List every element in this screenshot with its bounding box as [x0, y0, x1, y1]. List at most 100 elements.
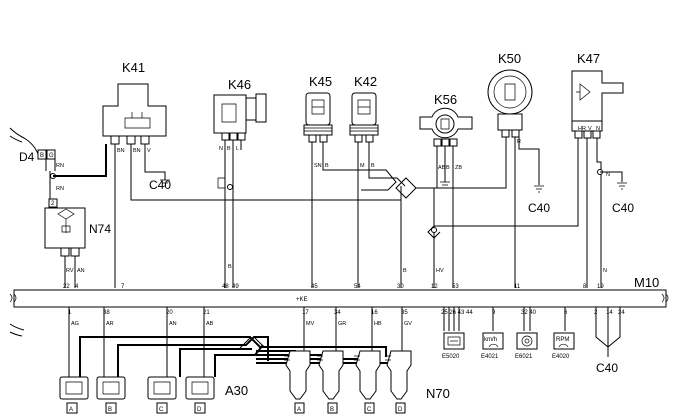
k46-component: K46 [213, 77, 267, 189]
pin-7: 7 [121, 284, 125, 290]
n74-component: 2 N74 [44, 198, 111, 257]
pin-14: 14 [606, 310, 613, 316]
svg-text:AR: AR [106, 321, 114, 327]
n70-label: N70 [426, 386, 450, 401]
pin-9: 9 [492, 310, 496, 316]
m10-label: M10 [634, 275, 659, 290]
svg-text:R: R [517, 139, 521, 145]
svg-text:E4021: E4021 [481, 354, 499, 360]
svg-text:AN: AN [77, 268, 85, 274]
plus-ke-label: +KE [296, 297, 308, 303]
svg-text:B: B [403, 268, 407, 274]
svg-text:RN: RN [56, 186, 64, 192]
n70-injector-d: D [385, 350, 412, 414]
svg-text:RN: RN [56, 163, 64, 169]
bottom-wiring: C40 [9, 307, 621, 377]
svg-text:V: V [147, 148, 151, 154]
instrument-gauges: E5020 km/h E4021 E6021 RPM E4020 [442, 332, 575, 360]
svg-text:M: M [360, 163, 365, 169]
svg-text:A: A [297, 407, 301, 413]
a30-coil-a: A [59, 376, 89, 414]
a30-coils: A B C D A30 [59, 376, 248, 414]
d4-label: D4 [19, 150, 35, 164]
k45-label: K45 [309, 74, 332, 89]
svg-text:B: B [446, 165, 450, 171]
k56-label: K56 [434, 92, 457, 107]
gauge-e5020: E5020 [442, 332, 465, 360]
c40-label-c: C40 [612, 201, 634, 215]
svg-text:2: 2 [51, 201, 55, 207]
pin-22: 22 [63, 284, 70, 290]
svg-text:E4020: E4020 [552, 354, 570, 360]
k45-component: K45 [303, 74, 333, 143]
k46-label: K46 [228, 77, 251, 92]
d4-connector: D4 B G [19, 149, 56, 164]
gauge-e4021: km/h E4021 [481, 332, 504, 360]
svg-text:B: B [228, 264, 232, 270]
k42-label: K42 [354, 74, 377, 89]
svg-text:N: N [219, 146, 223, 152]
c40-label-a: C40 [149, 178, 171, 192]
svg-text:GR: GR [338, 321, 346, 327]
svg-text:C: C [159, 407, 164, 413]
k56-component: K56 [419, 92, 473, 147]
svg-text:HB: HB [374, 321, 382, 327]
n70-injector-b: B [317, 350, 344, 414]
svg-text:D: D [197, 407, 202, 413]
pin-12: 12 [431, 284, 438, 290]
top-wiring [9, 127, 627, 288]
m10-bottom-pins: 1 38 20 21 17 34 16 35 25 26 43 44 9 32 … [68, 310, 625, 316]
gauge-e4020: RPM E4020 [552, 332, 575, 360]
n70-injector-c: C [354, 350, 381, 414]
svg-text:AB: AB [438, 165, 446, 171]
svg-text:A: A [69, 407, 73, 413]
k41-label: K41 [122, 60, 145, 75]
svg-text:N: N [596, 126, 600, 132]
svg-text:B: B [371, 163, 375, 169]
svg-text:B: B [325, 163, 329, 169]
svg-text:AN: AN [169, 321, 177, 327]
svg-text:C: C [367, 407, 372, 413]
pin-49: 49 [232, 284, 239, 290]
svg-text:HR: HR [578, 126, 586, 132]
pin-11: 11 [514, 284, 521, 290]
c40-label-d: C40 [596, 361, 618, 375]
k42-component: K42 [349, 74, 379, 143]
pin-53: 53 [452, 284, 459, 290]
k41-component: K41 C40 [102, 60, 171, 192]
svg-text:N: N [606, 172, 610, 178]
n70-injector-a: A [284, 350, 311, 414]
pin-25-26-43-44: 25 26 43 44 [441, 310, 473, 316]
svg-text:RV: RV [66, 268, 74, 274]
a30-coil-c: C [147, 376, 177, 414]
svg-text:B: B [108, 407, 112, 413]
m10-ecu-bus: M10 +KE [9, 275, 669, 308]
svg-text:HV: HV [436, 268, 444, 274]
svg-text:BN: BN [133, 148, 141, 154]
svg-text:L: L [236, 146, 239, 152]
n70-injectors: A B C D N70 [284, 350, 450, 414]
svg-text:V: V [588, 126, 592, 132]
pin-34: 34 [334, 310, 341, 316]
pin-45: 45 [311, 284, 318, 290]
gauge-e6021: E6021 [515, 332, 538, 360]
pin-48: 48 [222, 284, 229, 290]
svg-text:B: B [330, 407, 334, 413]
n74-label: N74 [89, 222, 111, 236]
top-wire-codes: RN RN RV AN BN BN V N B L B SN B M B B A… [56, 126, 610, 274]
a30-label: A30 [225, 383, 248, 398]
pin-4: 4 [75, 284, 79, 290]
a30-coil-b: B [96, 376, 126, 414]
k50-label: K50 [498, 51, 521, 66]
k47-label: K47 [577, 51, 600, 66]
m10-top-pins: 22 4 7 48 49 45 54 30 12 53 11 8 19 [63, 284, 604, 290]
pin-1: 1 [68, 310, 72, 316]
svg-text:SN: SN [314, 163, 322, 169]
svg-text:GV: GV [404, 321, 412, 327]
pin-6: 6 [564, 310, 568, 316]
svg-text:D: D [398, 407, 403, 413]
d4-pin-b: B [40, 153, 44, 159]
pin-16: 16 [371, 310, 378, 316]
c40-label-b: C40 [528, 201, 550, 215]
